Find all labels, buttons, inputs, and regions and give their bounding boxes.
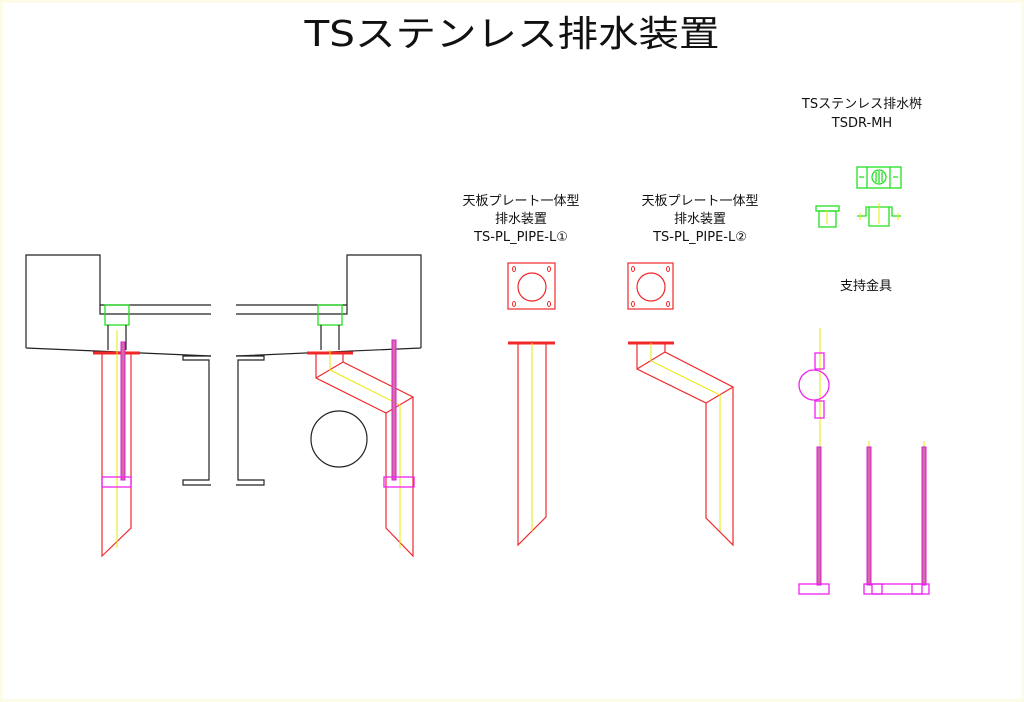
channel-beam-right bbox=[236, 355, 265, 486]
pipe1-model: TS-PL_PIPE-L① bbox=[473, 230, 568, 245]
pipe2-model: TS-PL_PIPE-L② bbox=[652, 230, 747, 245]
drawing-title: TSステンレス排水装置 bbox=[303, 14, 719, 55]
top-plate bbox=[627, 262, 674, 310]
pipe-l1-detail: 天板プレート一体型 排水装置 TS-PL_PIPE-L① bbox=[462, 194, 580, 547]
top-plate bbox=[507, 262, 556, 310]
base-plate bbox=[798, 583, 830, 595]
pipe2-label: 天板プレート一体型 bbox=[641, 194, 758, 209]
basin-name: TSステンレス排水桝 bbox=[801, 96, 922, 112]
hanger-rod bbox=[921, 446, 927, 586]
basin-model: TSDR-MH bbox=[831, 116, 892, 131]
pipe-bracket bbox=[383, 476, 415, 488]
pipe1-label-2: 排水装置 bbox=[495, 212, 547, 227]
section-view-straight bbox=[25, 254, 212, 558]
fitting bbox=[317, 304, 343, 326]
channel-beam-left bbox=[182, 355, 211, 486]
pipe-bracket bbox=[101, 476, 132, 488]
hanger-rod bbox=[391, 339, 397, 481]
fitting bbox=[104, 304, 130, 326]
pipe-l2-detail: 天板プレート一体型 排水装置 TS-PL_PIPE-L② bbox=[627, 194, 759, 547]
support-bracket-detail: 支持金具 bbox=[798, 278, 930, 595]
pipe-section bbox=[310, 410, 368, 468]
drain-pipe bbox=[315, 353, 414, 558]
hanger-rod bbox=[120, 341, 126, 481]
base-plate bbox=[863, 583, 930, 595]
basin-top-view bbox=[856, 166, 902, 189]
section-view-offset bbox=[235, 254, 422, 558]
drain-basin-detail: TSステンレス排水桝 TSDR-MH bbox=[801, 96, 922, 228]
hanger-rod bbox=[866, 446, 872, 586]
pipe2-label-2: 排水装置 bbox=[674, 212, 726, 227]
bracket-name: 支持金具 bbox=[840, 278, 892, 294]
pipe-clamp bbox=[798, 369, 830, 401]
pipe1-label: 天板プレート一体型 bbox=[462, 194, 579, 209]
hanger-rod bbox=[816, 446, 822, 586]
